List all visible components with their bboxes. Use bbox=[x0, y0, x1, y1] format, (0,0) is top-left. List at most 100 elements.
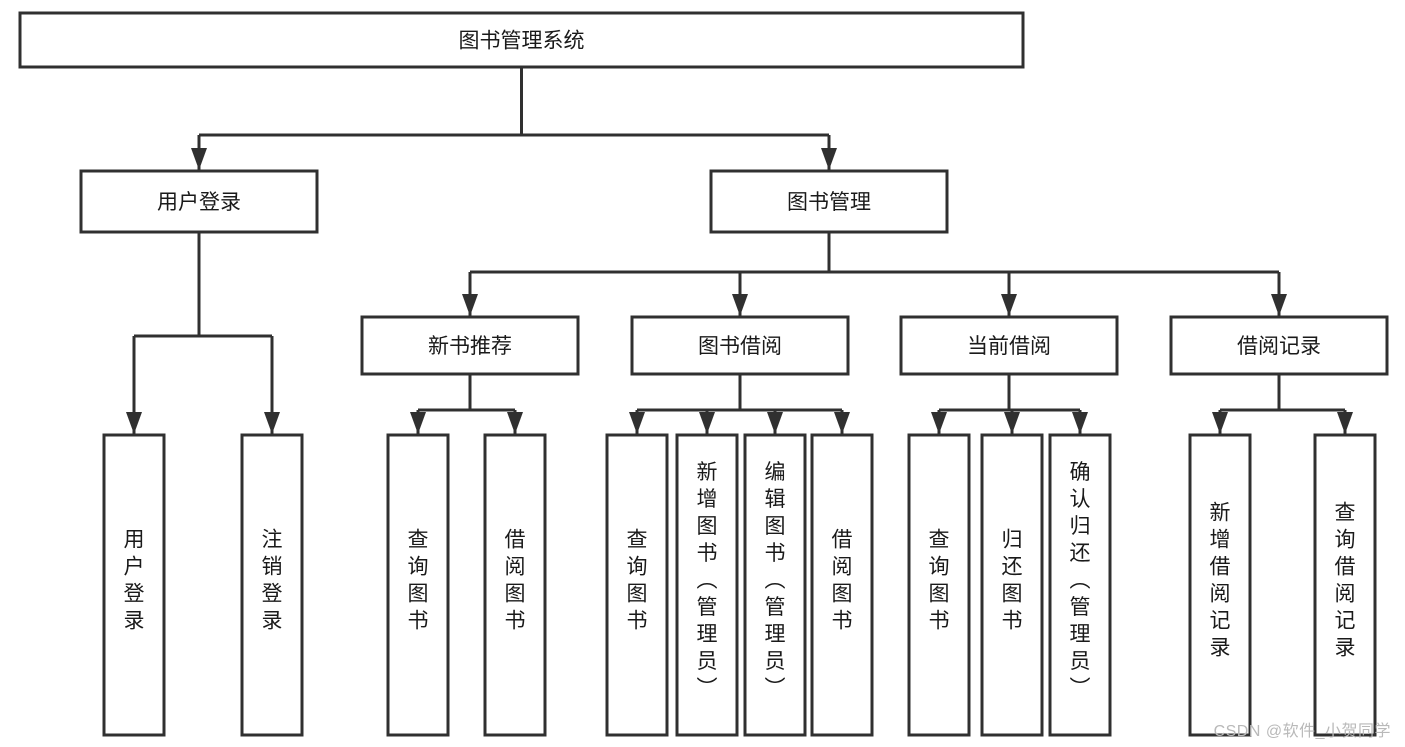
arrowhead-icon bbox=[507, 412, 523, 434]
edge-group-user-login bbox=[126, 232, 280, 434]
node-label-leaf-query-book-current: 查询图书 bbox=[929, 529, 950, 633]
arrow-head-marker bbox=[1337, 412, 1353, 434]
node-box-leaf-edit-book[interactable] bbox=[743, 433, 807, 737]
node-new-book-recommend[interactable]: 新书推荐 bbox=[360, 315, 580, 376]
arrow-head-marker bbox=[931, 412, 947, 434]
node-leaf-logout[interactable]: 注销登录 bbox=[240, 433, 304, 737]
arrow-head-marker bbox=[699, 412, 715, 434]
node-label-new-book-recommend: 新书推荐 bbox=[428, 335, 512, 358]
node-label-leaf-user-login: 用户登录 bbox=[124, 529, 145, 633]
node-label-leaf-query-record: 查询借阅记录 bbox=[1335, 502, 1356, 660]
node-book-manage[interactable]: 图书管理 bbox=[709, 169, 949, 234]
node-leaf-borrow-book-recommend[interactable]: 借阅图书 bbox=[483, 433, 547, 737]
node-label-leaf-edit-book: 编辑图书︵管理员︶ bbox=[765, 461, 786, 700]
node-box-leaf-confirm-return[interactable] bbox=[1048, 433, 1112, 737]
arrowhead-icon bbox=[1004, 412, 1020, 434]
node-box-root[interactable] bbox=[18, 11, 1025, 69]
arrowhead-icon bbox=[126, 412, 142, 434]
node-label-leaf-logout: 注销登录 bbox=[262, 529, 283, 633]
arrow-head-marker bbox=[1212, 412, 1228, 434]
node-box-leaf-add-record[interactable] bbox=[1188, 433, 1252, 737]
node-layer: 图书管理系统用户登录图书管理新书推荐图书借阅当前借阅借阅记录用户登录注销登录查询… bbox=[18, 11, 1389, 737]
node-box-leaf-user-login[interactable] bbox=[102, 433, 166, 737]
node-leaf-add-book[interactable]: 新增图书︵管理员︶ bbox=[675, 433, 739, 737]
node-leaf-query-book-borrow[interactable]: 查询图书 bbox=[605, 433, 669, 737]
arrow-head-marker bbox=[629, 412, 645, 434]
node-label-leaf-return-book: 归还图书 bbox=[1002, 529, 1023, 633]
arrow-head-marker bbox=[732, 294, 748, 316]
node-label-leaf-borrow-book-recommend: 借阅图书 bbox=[505, 529, 526, 633]
node-leaf-return-book[interactable]: 归还图书 bbox=[980, 433, 1044, 737]
node-leaf-query-book-recommend[interactable]: 查询图书 bbox=[386, 433, 450, 737]
arrow-head-marker bbox=[1072, 412, 1088, 434]
node-leaf-query-record[interactable]: 查询借阅记录 bbox=[1313, 433, 1377, 737]
arrowhead-icon bbox=[410, 412, 426, 434]
arrow-head-marker bbox=[1001, 294, 1017, 316]
connector-layer bbox=[126, 67, 1353, 434]
node-box-new-book-recommend[interactable] bbox=[360, 315, 580, 376]
node-box-leaf-logout[interactable] bbox=[240, 433, 304, 737]
node-box-current-borrow[interactable] bbox=[899, 315, 1119, 376]
node-label-leaf-borrow-book: 借阅图书 bbox=[832, 529, 853, 633]
arrowhead-icon bbox=[931, 412, 947, 434]
node-leaf-query-book-current[interactable]: 查询图书 bbox=[907, 433, 971, 737]
edge-group-book-borrow bbox=[629, 374, 850, 434]
node-box-book-borrow[interactable] bbox=[630, 315, 850, 376]
node-box-leaf-borrow-book[interactable] bbox=[810, 433, 874, 737]
node-current-borrow[interactable]: 当前借阅 bbox=[899, 315, 1119, 376]
node-box-leaf-query-book-recommend[interactable] bbox=[386, 433, 450, 737]
arrowhead-icon bbox=[1212, 412, 1228, 434]
node-box-leaf-add-book[interactable] bbox=[675, 433, 739, 737]
edge-group-new-book-recommend bbox=[410, 374, 523, 434]
node-user-login[interactable]: 用户登录 bbox=[79, 169, 319, 234]
node-box-leaf-query-book-current[interactable] bbox=[907, 433, 971, 737]
arrowhead-icon bbox=[1072, 412, 1088, 434]
node-leaf-confirm-return[interactable]: 确认归还︵管理员︶ bbox=[1048, 433, 1112, 737]
arrowhead-icon bbox=[1001, 294, 1017, 316]
arrow-head-marker bbox=[821, 148, 837, 170]
edge-group-book-manage bbox=[462, 232, 1287, 316]
edge-group-borrow-record bbox=[1212, 374, 1353, 434]
node-label-borrow-record: 借阅记录 bbox=[1237, 335, 1321, 358]
node-leaf-user-login[interactable]: 用户登录 bbox=[102, 433, 166, 737]
node-leaf-edit-book[interactable]: 编辑图书︵管理员︶ bbox=[743, 433, 807, 737]
node-label-current-borrow: 当前借阅 bbox=[967, 335, 1051, 358]
node-label-leaf-add-record: 新增借阅记录 bbox=[1210, 502, 1231, 660]
node-box-borrow-record[interactable] bbox=[1169, 315, 1389, 376]
node-box-leaf-return-book[interactable] bbox=[980, 433, 1044, 737]
node-borrow-record[interactable]: 借阅记录 bbox=[1169, 315, 1389, 376]
arrow-head-marker bbox=[1004, 412, 1020, 434]
arrowhead-icon bbox=[732, 294, 748, 316]
node-box-book-manage[interactable] bbox=[709, 169, 949, 234]
node-leaf-borrow-book[interactable]: 借阅图书 bbox=[810, 433, 874, 737]
node-label-leaf-query-book-borrow: 查询图书 bbox=[627, 529, 648, 633]
arrowhead-icon bbox=[1337, 412, 1353, 434]
edge-group-current-borrow bbox=[931, 374, 1088, 434]
arrow-head-marker bbox=[410, 412, 426, 434]
arrowhead-icon bbox=[629, 412, 645, 434]
node-root[interactable]: 图书管理系统 bbox=[18, 11, 1025, 69]
arrow-head-marker bbox=[462, 294, 478, 316]
arrowhead-icon bbox=[699, 412, 715, 434]
node-label-root: 图书管理系统 bbox=[459, 30, 585, 53]
arrowhead-icon bbox=[821, 148, 837, 170]
node-box-leaf-borrow-book-recommend[interactable] bbox=[483, 433, 547, 737]
arrowhead-icon bbox=[834, 412, 850, 434]
arrow-head-marker bbox=[1271, 294, 1287, 316]
arrowhead-icon bbox=[264, 412, 280, 434]
arrow-head-marker bbox=[767, 412, 783, 434]
node-label-book-manage: 图书管理 bbox=[787, 191, 871, 214]
node-box-leaf-query-record[interactable] bbox=[1313, 433, 1377, 737]
node-leaf-add-record[interactable]: 新增借阅记录 bbox=[1188, 433, 1252, 737]
arrowhead-icon bbox=[1271, 294, 1287, 316]
arrow-head-marker bbox=[191, 148, 207, 170]
arrow-head-marker bbox=[834, 412, 850, 434]
watermark-text: CSDN @软件_小贺同学 bbox=[1213, 723, 1391, 740]
arrowhead-icon bbox=[767, 412, 783, 434]
node-label-book-borrow: 图书借阅 bbox=[698, 335, 782, 358]
node-label-leaf-add-book: 新增图书︵管理员︶ bbox=[697, 461, 718, 700]
node-box-user-login[interactable] bbox=[79, 169, 319, 234]
node-book-borrow[interactable]: 图书借阅 bbox=[630, 315, 850, 376]
node-box-leaf-query-book-borrow[interactable] bbox=[605, 433, 669, 737]
